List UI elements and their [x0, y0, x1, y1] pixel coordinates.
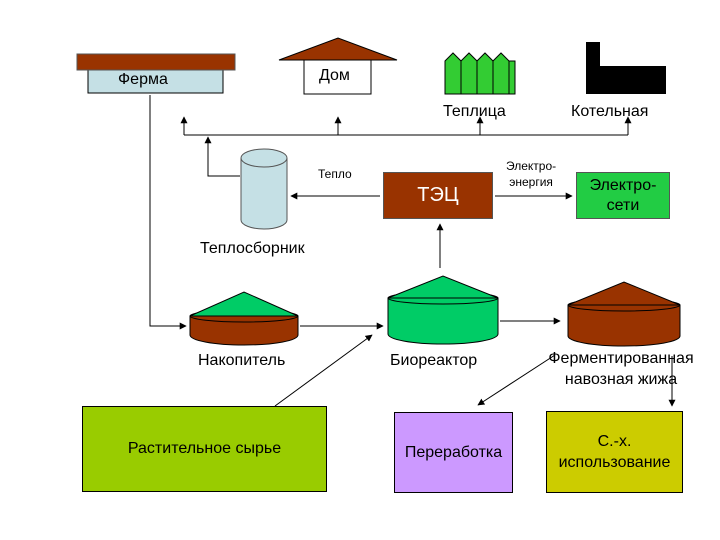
heat-distribution-line [180, 116, 632, 177]
heat-storage-label: Теплосборник [200, 240, 305, 257]
boiler-house-icon [586, 42, 666, 94]
agri-use-label-line1: С.-х. [597, 433, 632, 450]
fermented-to-processing-arrow [477, 354, 556, 406]
chp-label: ТЭЦ [417, 184, 459, 206]
house-icon [278, 37, 398, 95]
raw-to-reactor-arrow [274, 334, 373, 407]
heat-label: Тепло [318, 167, 352, 181]
fermented-label: Ферментированная навозная жижа [536, 348, 706, 390]
storage-label: Накопитель [198, 352, 286, 369]
electricity-label-line1: Электро- [506, 159, 557, 173]
grid-label: Электро- сети [589, 176, 657, 214]
storage-tank [189, 291, 299, 346]
raw-material-box: Растительное сырье [82, 406, 327, 492]
bioreactor-label: Биореактор [390, 352, 478, 369]
electricity-label-line2: энергия [509, 175, 553, 189]
greenhouse-icon [444, 52, 516, 95]
raw-material-label: Растительное сырье [127, 440, 282, 457]
house-label: Дом [319, 67, 350, 84]
processing-label: Переработка [404, 443, 503, 461]
bioreactor-tank [387, 275, 499, 345]
electricity-label: Электро- энергия [506, 158, 556, 190]
manure-flow-line [149, 95, 187, 330]
boiler-label: Котельная [571, 103, 649, 120]
fermented-tank [567, 281, 681, 347]
fermented-label-line2: навозная жижа [564, 371, 678, 388]
processing-box: Переработка [394, 412, 513, 493]
chp-box: ТЭЦ [383, 172, 493, 219]
farm-icon [76, 53, 236, 94]
agri-use-label-line2: использование [558, 454, 671, 471]
grid-box: Электро- сети [576, 172, 670, 219]
fermented-label-line1: Ферментированная [548, 350, 694, 367]
agri-use-box: С.-х. использование [546, 411, 683, 493]
greenhouse-label: Теплица [443, 103, 506, 120]
heat-storage-cylinder [240, 148, 288, 230]
farm-label: Ферма [118, 71, 168, 88]
